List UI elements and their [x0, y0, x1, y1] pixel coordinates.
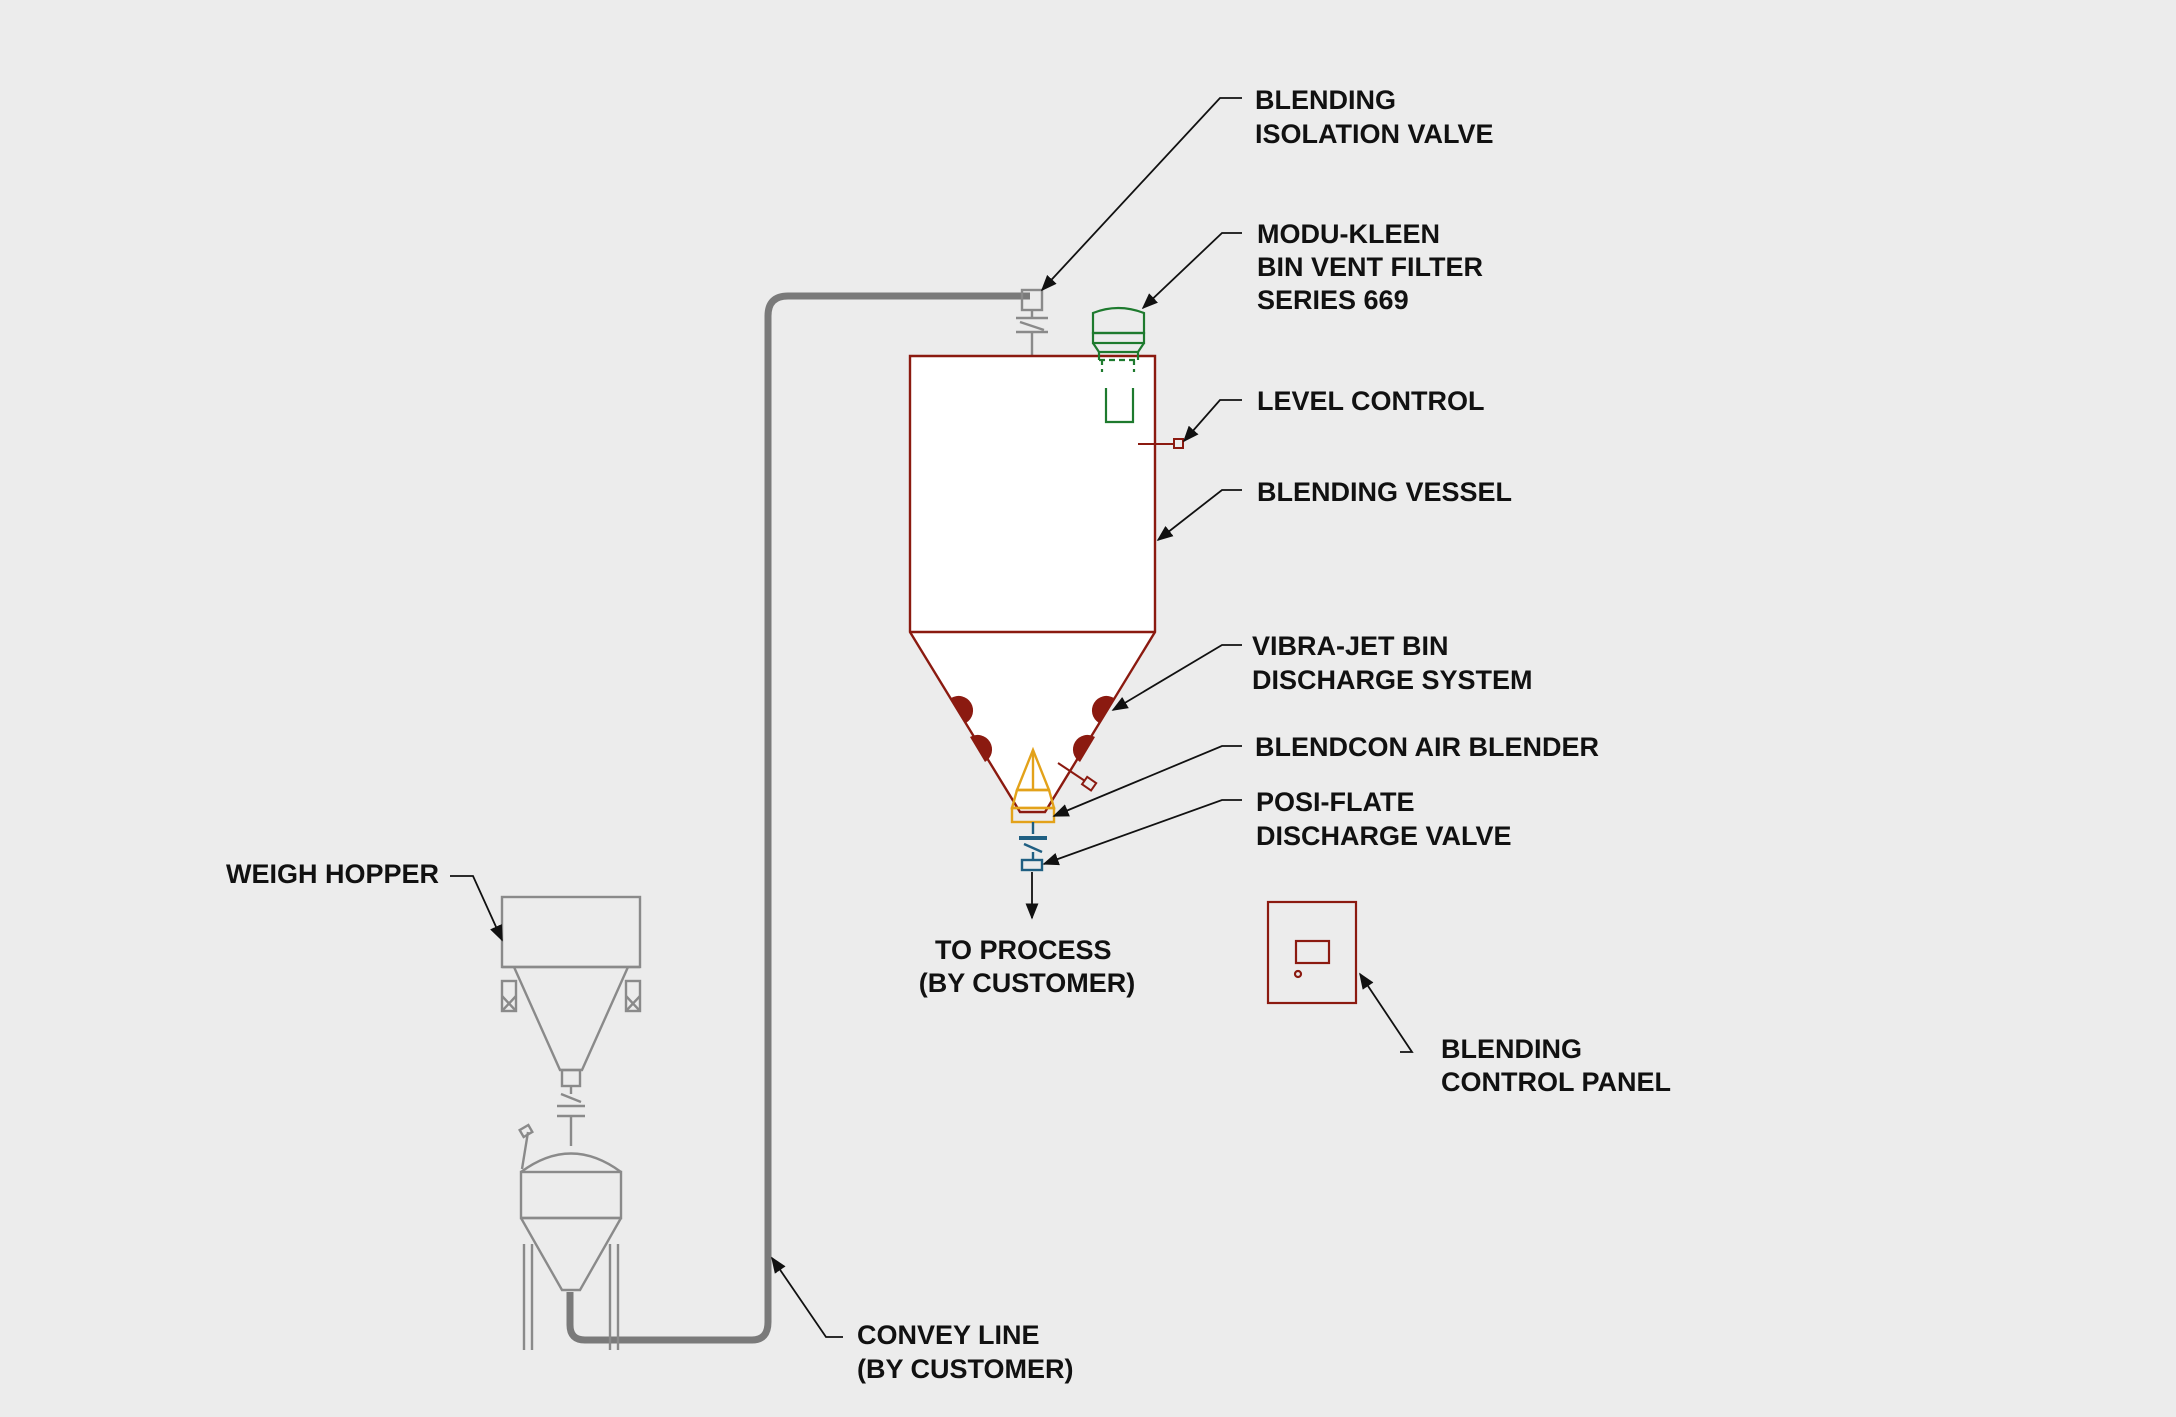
label-posi-flate: POSI-FLATE DISCHARGE VALVE	[1256, 787, 1512, 851]
leader-lines	[450, 97, 1414, 1338]
label-air-blender: BLENDCON AIR BLENDER	[1255, 732, 1599, 762]
isolation-valve	[1016, 288, 1048, 356]
vibra-jet-pads	[951, 695, 1114, 762]
label-vent-filter: MODU-KLEEN BIN VENT FILTER SERIES 669	[1257, 219, 1491, 315]
weigh-hopper	[500, 895, 642, 1146]
vent-filter	[1091, 306, 1146, 424]
label-blending-vessel: BLENDING VESSEL	[1257, 477, 1512, 507]
control-panel	[1266, 900, 1358, 1005]
convey-line	[566, 292, 1030, 1344]
label-vibra-jet: VIBRA-JET BIN DISCHARGE SYSTEM	[1252, 631, 1533, 695]
air-inlet	[1057, 762, 1098, 792]
transporter-vessel	[518, 1123, 623, 1350]
level-control	[1138, 438, 1184, 449]
label-convey-line: CONVEY LINE (BY CUSTOMER)	[857, 1320, 1074, 1384]
posi-flate-valve	[1019, 822, 1047, 872]
label-to-process: TO PROCESS (BY CUSTOMER)	[919, 935, 1136, 998]
label-weigh-hopper: WEIGH HOPPER	[226, 859, 439, 889]
label-level-control: LEVEL CONTROL	[1257, 386, 1485, 416]
blending-vessel	[908, 354, 1157, 814]
label-control-panel: BLENDING CONTROL PANEL	[1441, 1034, 1671, 1097]
label-isolation-valve: BLENDING ISOLATION VALVE	[1255, 85, 1494, 149]
